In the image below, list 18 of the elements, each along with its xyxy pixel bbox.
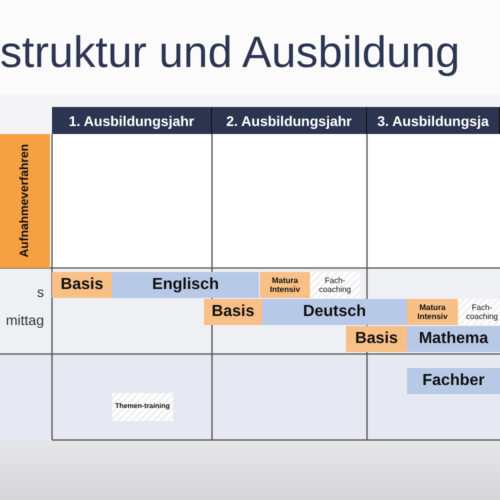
course-bar: Englisch [112,272,259,298]
course-bar: Matura Intensiv [260,272,310,298]
course-bar: Basis [52,272,112,298]
course-bar: Fachber [407,368,500,394]
course-bar: Matura Intensiv [407,299,458,325]
column-header: 3. Ausbildungsja [367,107,500,134]
course-bar: Deutsch [262,299,407,325]
slide-title: struktur und Ausbildung [0,28,460,78]
row-label: s [36,284,45,302]
course-bar: Basis [346,326,407,352]
course-bar: Basis [204,299,262,325]
course-bar: Fach-coaching [458,299,500,325]
course-bar: Fach-coaching [310,272,360,298]
stage-label: Aufnahmeverfahren [0,134,50,268]
column-header: 1. Ausbildungsjahr [52,107,212,134]
course-bar: Mathema [407,326,500,352]
row-label: mittag [4,312,45,330]
column-header: 2. Ausbildungsjahr [212,107,367,134]
